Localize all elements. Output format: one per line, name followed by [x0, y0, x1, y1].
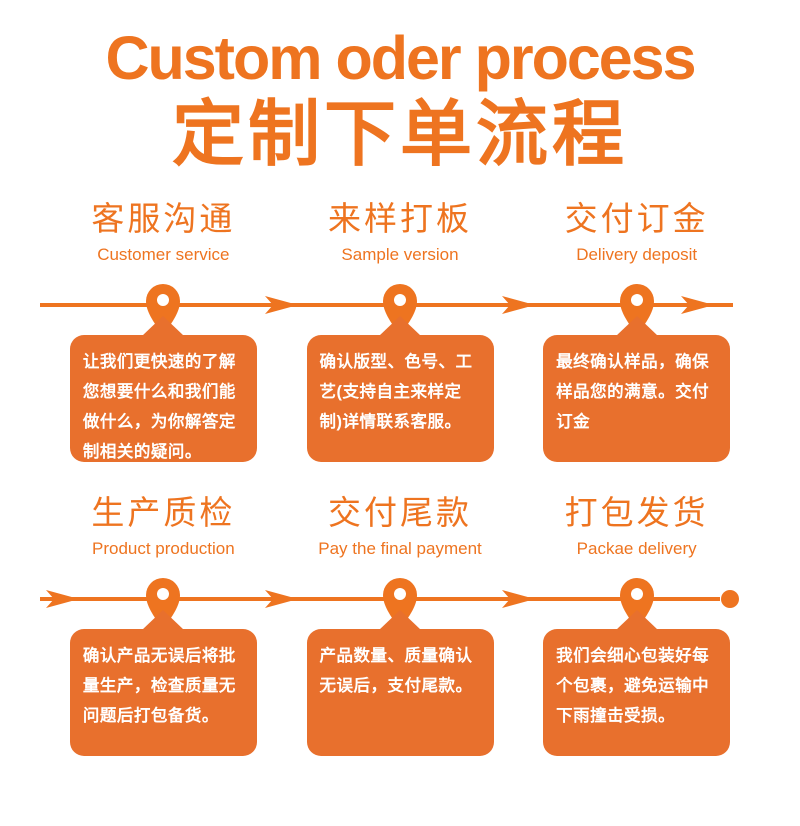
arrow-right-icon [46, 590, 79, 609]
flow-row-2: 生产质检 Product production 交付尾款 Pay the fin… [0, 486, 800, 757]
step-title-zh: 生产质检 [91, 494, 236, 532]
step-description: 确认版型、色号、工艺(支持自主来样定制)详情联系客服。 [319, 353, 473, 431]
bubble-pointer-icon [615, 610, 658, 631]
arrow-right-icon [502, 296, 535, 315]
arrow-right-icon [502, 590, 535, 609]
flow-row-1: 客服沟通 Customer service 来样打板 Sample versio… [0, 192, 800, 463]
step-header-package-delivery: 打包发货 Packae delivery [518, 486, 755, 559]
bubble-pointer-icon [379, 610, 421, 631]
step-description: 让我们更快速的了解您想要什么和我们能做什么，为你解答定制相关的疑问。 [82, 353, 236, 461]
step-title-zh: 交付尾款 [328, 494, 472, 532]
bubble-pointer-icon [142, 316, 185, 337]
main-title-chinese: 定制下单流程 [171, 95, 628, 176]
step-header-sample-version: 来样打板 Sample version [282, 192, 519, 265]
end-dot-icon [721, 590, 739, 609]
step-description: 确认产品无误后将批量生产，检查质量无问题后打包备货。 [82, 647, 236, 725]
step-headers-row-2: 生产质检 Product production 交付尾款 Pay the fin… [0, 486, 800, 559]
step-title-en: Customer service [97, 245, 230, 265]
bubble-cell: 让我们更快速的了解您想要什么和我们能做什么，为你解答定制相关的疑问。 [45, 316, 282, 463]
step-title-en: Product production [91, 539, 235, 559]
step-description-bubble-delivery-deposit: 最终确认样品，确保样品您的满意。交付订金 [543, 316, 731, 463]
bubble-pointer-icon [142, 610, 185, 631]
step-description-bubble-final-payment: 产品数量、质量确认无误后，支付尾款。 [306, 610, 494, 757]
step-title-en: Pay the final payment [318, 539, 482, 559]
bubbles-row-1: 让我们更快速的了解您想要什么和我们能做什么，为你解答定制相关的疑问。 确认版型、… [0, 316, 800, 463]
step-title-zh: 客服沟通 [91, 200, 236, 238]
step-title-zh: 来样打板 [328, 200, 472, 238]
step-title-zh: 交付订金 [564, 200, 709, 238]
step-headers-row-1: 客服沟通 Customer service 来样打板 Sample versio… [0, 192, 800, 265]
step-description-bubble-product-production: 确认产品无误后将批量生产，检查质量无问题后打包备货。 [69, 610, 257, 757]
step-description-bubble-sample-version: 确认版型、色号、工艺(支持自主来样定制)详情联系客服。 [306, 316, 494, 463]
step-header-product-production: 生产质检 Product production [45, 486, 282, 559]
bubble-cell: 我们会细心包装好每个包裹，避免运输中下雨撞击受损。 [518, 610, 755, 757]
step-title-en: Sample version [341, 245, 459, 265]
step-description: 产品数量、质量确认无误后，支付尾款。 [319, 647, 473, 696]
bubble-pointer-icon [615, 316, 658, 337]
step-title-zh: 打包发货 [564, 494, 709, 532]
bubble-cell: 产品数量、质量确认无误后，支付尾款。 [282, 610, 519, 757]
bubble-cell: 确认产品无误后将批量生产，检查质量无问题后打包备货。 [45, 610, 282, 757]
step-description-bubble-customer-service: 让我们更快速的了解您想要什么和我们能做什么，为你解答定制相关的疑问。 [69, 316, 257, 463]
arrow-right-icon [681, 296, 714, 315]
main-title: Custom oder process [105, 24, 696, 92]
arrow-right-icon [265, 296, 298, 315]
arrow-right-icon [265, 590, 298, 609]
step-description: 我们会细心包装好每个包裹，避免运输中下雨撞击受损。 [556, 647, 710, 725]
step-header-delivery-deposit: 交付订金 Delivery deposit [518, 192, 755, 265]
bubble-cell: 最终确认样品，确保样品您的满意。交付订金 [518, 316, 755, 463]
step-header-customer-service: 客服沟通 Customer service [45, 192, 282, 265]
bubble-pointer-icon [379, 316, 421, 337]
bubble-cell: 确认版型、色号、工艺(支持自主来样定制)详情联系客服。 [282, 316, 519, 463]
step-description-bubble-package-delivery: 我们会细心包装好每个包裹，避免运输中下雨撞击受损。 [543, 610, 731, 757]
step-title-en: Packae delivery [576, 539, 697, 559]
step-description: 最终确认样品，确保样品您的满意。交付订金 [556, 353, 710, 431]
step-title-en: Delivery deposit [576, 245, 698, 265]
bubbles-row-2: 确认产品无误后将批量生产，检查质量无问题后打包备货。 产品数量、质量确认无误后，… [0, 610, 800, 757]
step-header-final-payment: 交付尾款 Pay the final payment [282, 486, 519, 559]
